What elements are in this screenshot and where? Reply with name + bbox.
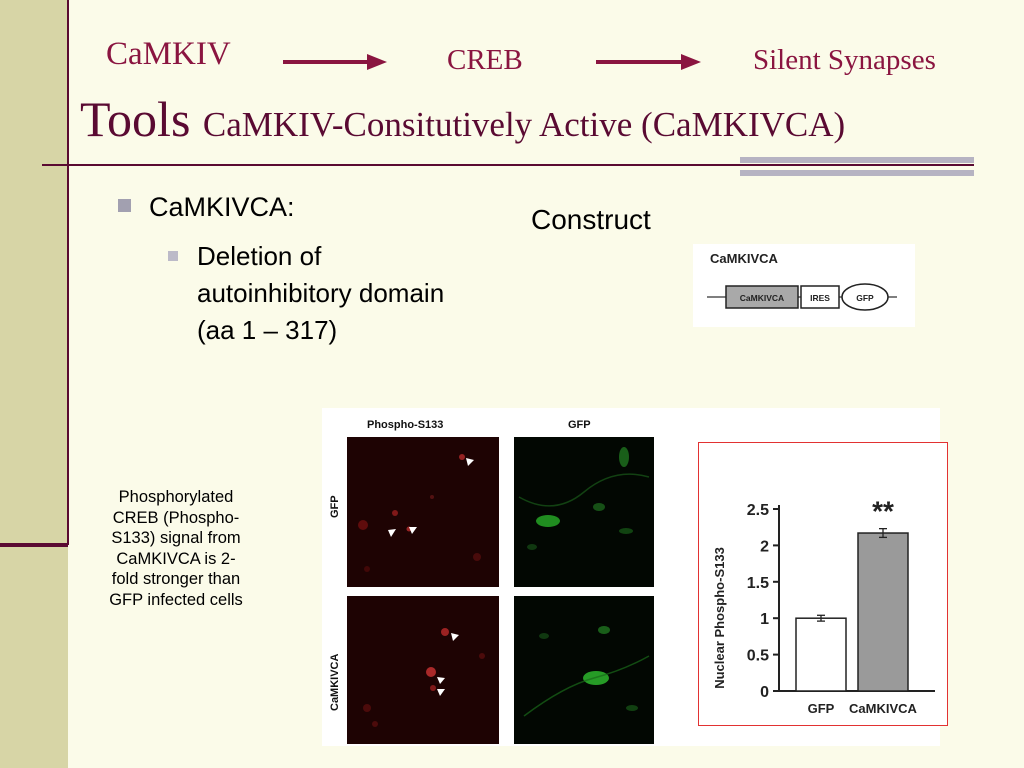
construct-segment-ires: IRES	[810, 293, 830, 303]
pathway-camkiv: CaMKIV	[106, 36, 231, 72]
title-divider	[42, 164, 974, 166]
column-label-gfp: GFP	[568, 419, 591, 431]
y-tick-label: 0	[760, 684, 769, 701]
x-tick-label: GFP	[808, 701, 835, 716]
bullet-level1: CaMKIVCA:	[118, 192, 295, 223]
bullet-text: CaMKIVCA:	[149, 192, 295, 222]
slide-title: Tools CaMKIV-Consitutively Active (CaMKI…	[80, 90, 845, 148]
micrograph-red-top	[347, 437, 499, 587]
caption-line: fold stronger than	[111, 570, 241, 588]
column-label-phospho: Phospho-S133	[367, 419, 444, 431]
bullet-level2: Deletion of autoinhibitory domain (aa 1 …	[168, 238, 444, 349]
construct-segment-gfp: GFP	[856, 293, 874, 303]
y-tick-label: 2	[760, 538, 769, 555]
row-label-gfp: GFP	[329, 495, 341, 518]
y-tick-label: 1	[760, 611, 769, 628]
band-divider-horizontal	[0, 543, 68, 547]
micrograph-red-bottom	[347, 596, 499, 744]
caption-line: CaMKIVCA is 2-	[116, 549, 236, 568]
bullet-line: (aa 1 – 317)	[197, 315, 338, 345]
significance-annotation: **	[872, 496, 894, 527]
y-axis-label: Nuclear Phospho-S133	[712, 547, 727, 689]
bar-camkivca	[857, 532, 909, 692]
x-tick-label: CaMKIVCA	[849, 701, 918, 716]
tools-subtitle: CaMKIV-Consitutively Active (CaMKIVCA)	[202, 105, 846, 144]
y-tick-label: 0.5	[747, 648, 769, 665]
side-band	[0, 0, 68, 768]
caption-line: S133) signal from	[111, 529, 241, 547]
tools-word: Tools	[80, 91, 191, 147]
construct-segment-camkivca: CaMKIVCA	[740, 293, 784, 303]
pathway-silent-synapses: Silent Synapses	[753, 44, 936, 76]
caption-line: Phosphorylated	[118, 488, 234, 506]
bullet-square-icon	[168, 251, 178, 261]
micrograph-green-bottom	[514, 596, 654, 744]
y-tick-label: 1.5	[747, 575, 769, 592]
pathway-creb: CREB	[447, 44, 523, 76]
band-divider	[67, 0, 69, 545]
figure-caption: Phosphorylated CREB (Phospho- S133) sign…	[88, 487, 264, 610]
decorative-bars	[740, 157, 974, 177]
bullet-line: Deletion of	[197, 241, 322, 271]
construct-title: CaMKIVCA	[710, 251, 779, 266]
caption-line: CREB (Phospho-	[112, 508, 240, 527]
construct-heading: Construct	[531, 204, 651, 235]
caption-line: GFP infected cells	[109, 590, 243, 609]
bar-gfp	[795, 617, 847, 692]
arrow-icon	[596, 54, 701, 70]
construct-diagram: CaMKIVCA CaMKIVCA IRES GFP	[693, 244, 915, 327]
y-tick-label: 2.5	[747, 502, 769, 519]
bullet-line: autoinhibitory domain	[197, 278, 445, 308]
micrograph-green-top	[514, 437, 654, 587]
bullet-square-icon	[118, 199, 131, 213]
arrow-icon	[283, 54, 387, 70]
row-label-camkivca: CaMKIVCA	[329, 653, 341, 711]
